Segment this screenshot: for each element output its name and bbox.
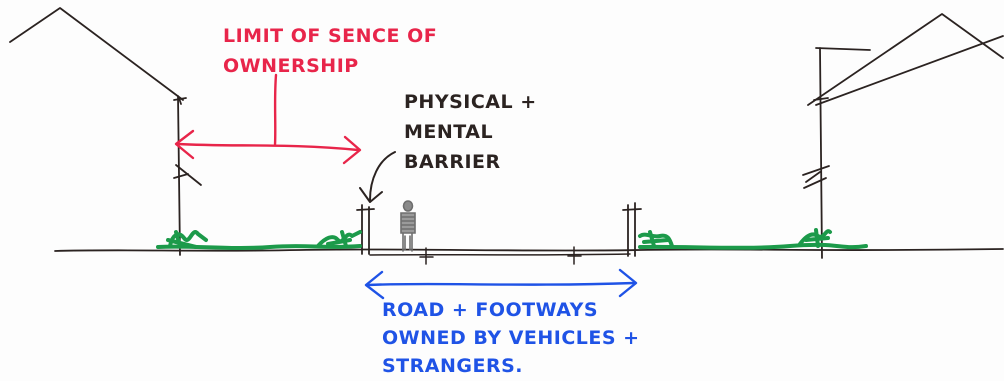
ownership-label-line-2: OWNERSHIP	[223, 55, 359, 77]
ownership-label-line-1: LIMIT OF SENCE OF	[223, 25, 437, 47]
right-barrier-post	[622, 202, 642, 257]
barrier-label-line-3: BARRIER	[404, 151, 501, 173]
barrier-arrow	[359, 151, 396, 203]
left-barrier-post	[356, 204, 375, 255]
planting	[156, 228, 868, 250]
road-edge-ticks	[419, 246, 582, 265]
ownership-dimension	[174, 73, 362, 165]
person-figure	[400, 200, 416, 252]
road-surface-line	[369, 253, 631, 256]
right-house	[802, 13, 1004, 259]
road-dimension	[364, 268, 638, 300]
barrier-label-line-1: PHYSICAL +	[404, 91, 537, 113]
left-house	[9, 7, 202, 256]
road-label-line-3: STRANGERS.	[382, 355, 523, 377]
barrier-label-line-2: MENTAL	[404, 121, 493, 143]
ground-line	[54, 248, 1004, 252]
road-label-line-1: ROAD + FOOTWAYS	[382, 299, 598, 321]
road-label-line-2: OWNED BY VEHICLES +	[382, 327, 640, 349]
